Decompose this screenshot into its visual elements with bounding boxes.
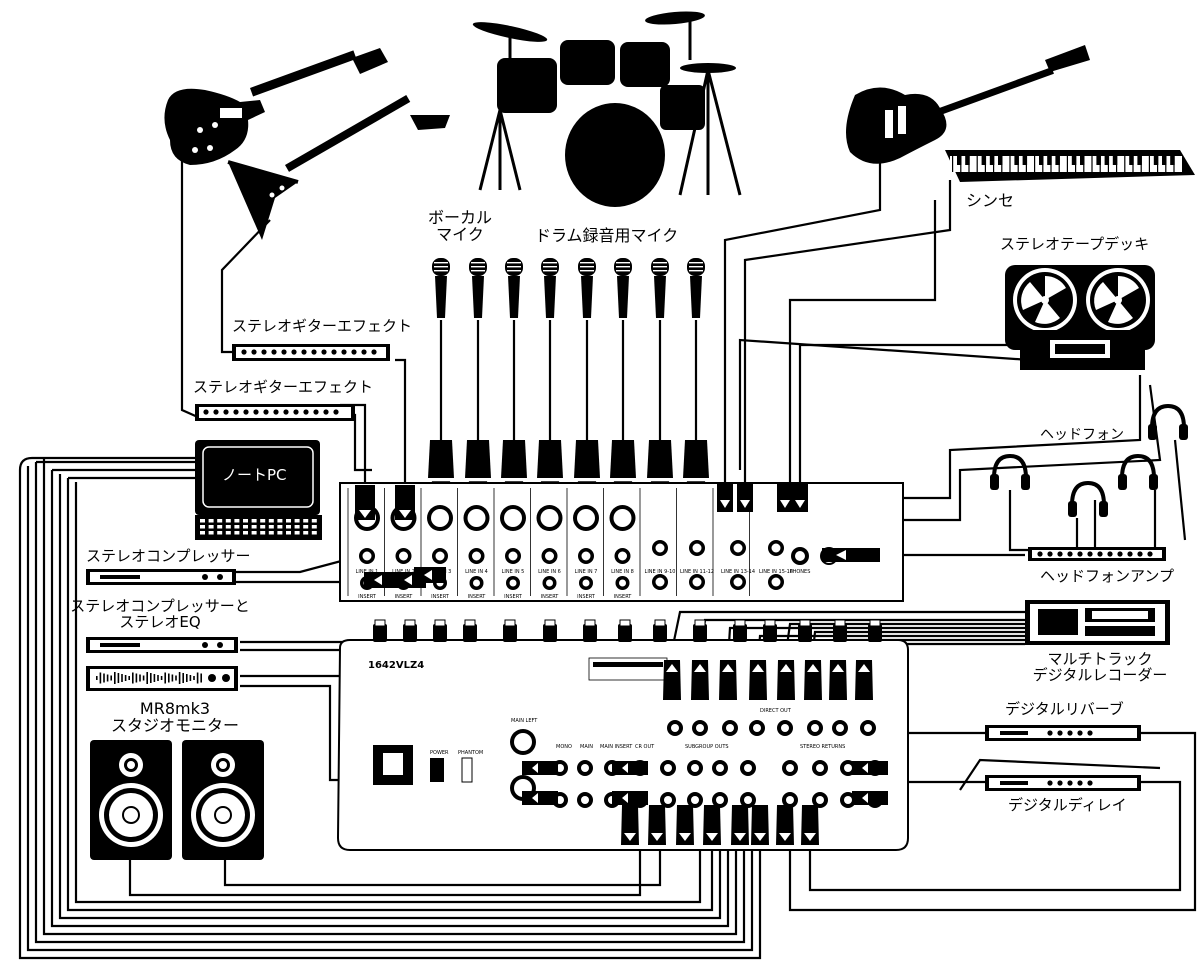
insert-label: INSERT — [614, 594, 633, 600]
channel-label: PHONES — [790, 569, 811, 575]
label-headphone-amp: ヘッドフォンアンプ — [1040, 567, 1174, 585]
headphones-icon-3 — [1118, 453, 1158, 490]
bass-guitar-icon — [846, 45, 1090, 164]
studio-monitor-right-icon — [182, 740, 264, 860]
insert-label: INSERT — [358, 594, 377, 600]
rear-label-caution: CAUTION — [607, 662, 630, 668]
headphone-amp-icon — [1028, 547, 1166, 561]
laptop-icon — [195, 440, 322, 540]
rear-label-direct-out: DIRECT OUT — [760, 708, 792, 714]
rear-label-main-left: MAIN LEFT — [511, 718, 538, 724]
sg-guitar-icon — [164, 48, 388, 165]
insert-label: INSERT — [541, 594, 560, 600]
drum-kit-icon — [472, 11, 742, 207]
digital-delay-icon — [985, 775, 1141, 791]
insert-label: INSERT — [431, 594, 450, 600]
label-reverb: デジタルリバーブ — [1005, 700, 1124, 718]
synthesizer-icon — [945, 150, 1195, 182]
label-stereo-comp-eq: ステレオコンプレッサーと ステレオEQ — [70, 597, 250, 632]
rear-label-power: POWER — [430, 750, 449, 756]
label-tape-deck: ステレオテープデッキ — [1000, 235, 1150, 253]
channel-label: LINE IN 5 — [502, 569, 525, 575]
channel-label: LINE IN 4 — [465, 569, 488, 575]
stereo-compressor-icon — [86, 569, 236, 585]
rear-label-subgroup-outs: SUBGROUP OUTS — [685, 744, 729, 750]
rear-label-stereo-returns: STEREO RETURNS — [800, 744, 845, 750]
channel-label: LINE IN 7 — [575, 569, 598, 575]
rear-label-cr-out: CR OUT — [635, 744, 655, 750]
channel-label: LINE IN 6 — [538, 569, 561, 575]
rear-label-phantom: PHANTOM — [458, 750, 483, 756]
insert-label: INSERT — [468, 594, 487, 600]
tape-deck-icon — [1005, 265, 1155, 370]
label-stereo-comp: ステレオコンプレッサー — [86, 547, 251, 565]
insert-label: INSERT — [395, 594, 414, 600]
compressor-eq-icon-2 — [86, 666, 238, 691]
multitrack-recorder-icon — [1025, 600, 1170, 645]
label-delay: デジタルディレイ — [1008, 796, 1127, 814]
headphones-icon-4 — [1148, 403, 1188, 440]
rear-label-mono: MONO — [556, 744, 572, 750]
flying-v-guitar-icon — [227, 95, 450, 240]
label-multitrack: マルチトラック デジタルレコーダー — [1032, 650, 1168, 685]
headphones-icon-1 — [990, 453, 1030, 490]
studio-monitor-left-icon — [90, 740, 172, 860]
channel-label: LINE IN 15-16 — [759, 569, 793, 575]
guitar-effect-rack-2 — [195, 404, 355, 421]
label-guitar-fx-1: ステレオギターエフェクト — [232, 317, 413, 335]
label-drum-mics: ドラム録音用マイク — [535, 226, 679, 245]
drum-mic-icon-4 — [574, 258, 600, 498]
label-monitors: MR8mk3 スタジオモニター — [110, 699, 239, 736]
label-headphones: ヘッドフォン — [1040, 427, 1124, 443]
label-vocal-mic: ボーカル マイク — [427, 208, 492, 245]
headphones-icon-2 — [1068, 480, 1108, 517]
label-guitar-fx-2: ステレオギターエフェクト — [193, 378, 374, 396]
compressor-eq-icon-1 — [86, 637, 238, 653]
channel-label: LINE IN 8 — [611, 569, 634, 575]
channel-label: LINE IN 11-12 — [680, 569, 714, 575]
label-laptop: ノートPC — [222, 466, 287, 484]
channel-label: LINE IN 13-14 — [721, 569, 755, 575]
insert-label: INSERT — [504, 594, 523, 600]
channel-label: LINE IN 9-10 — [645, 569, 676, 575]
digital-reverb-icon — [985, 725, 1141, 741]
rear-label-main: MAIN — [580, 744, 593, 750]
guitar-effect-rack-1 — [232, 344, 390, 361]
mixer-model-label: 1642VLZ4 — [368, 660, 424, 671]
insert-label: INSERT — [577, 594, 596, 600]
label-synth: シンセ — [966, 191, 1015, 210]
rear-label-main-insert: MAIN INSERT — [600, 744, 633, 750]
